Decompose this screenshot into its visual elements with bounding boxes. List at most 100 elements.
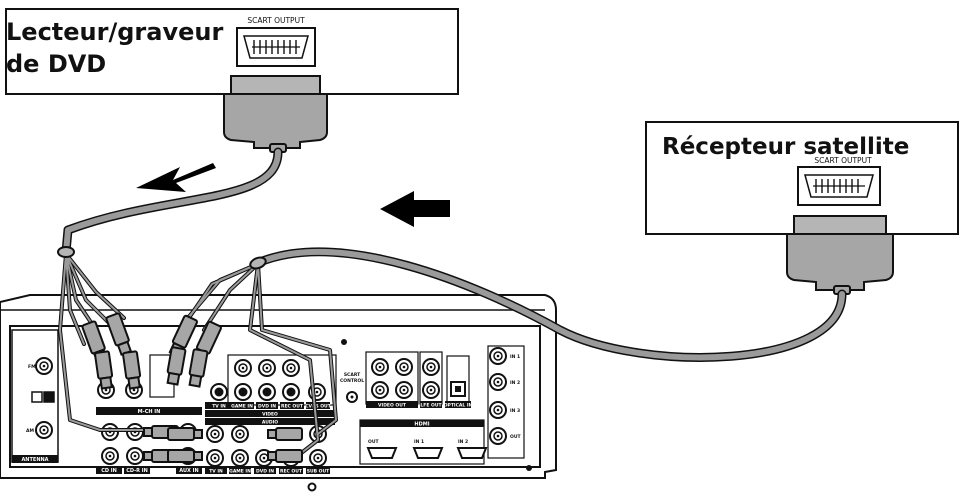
satellite-title: Récepteur satellite	[662, 134, 909, 160]
rca-plug	[267, 427, 303, 441]
rca-plug	[267, 449, 303, 463]
game-in-video-jack[interactable]	[234, 359, 252, 377]
hdmi-in2-port[interactable]	[456, 447, 488, 459]
game-in-audio-jack[interactable]	[231, 425, 249, 443]
video-inputs: TV IN GAME IN DVD IN REC OUT CVBS OUT VI…	[149, 354, 337, 418]
fm-label: FM	[28, 364, 36, 370]
tv-in-svideo-jack[interactable]	[210, 383, 228, 401]
cable-splitter	[249, 256, 267, 270]
scart-control-label: CONTROL	[340, 378, 364, 384]
optical-in-label: OPTICAL IN	[444, 403, 473, 409]
hdmi-out-port[interactable]	[366, 447, 398, 459]
satellite-scart-output-label: SCART OUTPUT	[814, 156, 872, 165]
dvd-title-line2: de DVD	[6, 50, 106, 78]
arrow-left-icon	[136, 163, 216, 192]
lfe-out-jack[interactable]	[422, 381, 440, 399]
side-in1-label: IN 1	[510, 354, 520, 360]
side-out-jack[interactable]	[489, 427, 507, 445]
rca-plug	[188, 348, 209, 388]
rca-plug	[94, 350, 114, 390]
lfe-out-jack[interactable]	[422, 358, 440, 376]
dvd-in-audio-label: DVD IN	[256, 469, 274, 475]
cvbs-out-label: CVBS OUT	[305, 404, 332, 410]
cdr-in-label: CD-R IN	[126, 468, 148, 474]
satellite-receiver: Récepteur satellite SCART OUTPUT	[645, 121, 959, 295]
scart-control-label: SCART	[344, 372, 361, 378]
tv-in-audio-jack[interactable]	[206, 425, 224, 443]
rec-out-video-jack[interactable]	[282, 359, 300, 377]
sub-out-label: SUB OUT	[307, 469, 330, 475]
sub-out-jack[interactable]	[309, 449, 327, 467]
game-in-video-label: GAME IN	[231, 404, 253, 410]
antenna-label: ANTENNA	[21, 457, 48, 463]
video-out-jack[interactable]	[395, 381, 413, 399]
dvd-in-svideo-jack[interactable]	[258, 383, 276, 401]
audio-inputs-left: M-CH IN CD IN CD-R IN AUX IN	[96, 381, 202, 474]
video-out-jack[interactable]	[371, 381, 389, 399]
cable-splitter	[57, 246, 75, 258]
side-in1-jack[interactable]	[489, 347, 507, 365]
audio-inputs-right: AUDIO TV IN GAME IN DVD IN REC OUT SUB O…	[205, 418, 335, 475]
dvd-scart-plug	[223, 75, 328, 153]
hdmi-section: HDMI OUT IN 1 IN 2	[359, 419, 488, 465]
rec-out-video-label: REC OUT	[281, 404, 304, 410]
side-in3-label: IN 3	[510, 408, 520, 414]
hdmi-in1-label: IN 1	[414, 439, 424, 445]
game-in-audio-label: GAME IN	[229, 469, 251, 475]
cd-in-jack[interactable]	[101, 447, 119, 465]
dvd-recorder: Lecteur/graveur de DVD SCART OUTPUT	[5, 8, 459, 153]
cables	[57, 147, 847, 456]
rca-plug	[122, 350, 142, 390]
side-in2-jack[interactable]	[489, 373, 507, 391]
scart-control-section: SCART CONTROL	[340, 372, 364, 403]
rec-out-svideo-jack[interactable]	[282, 383, 300, 401]
hdmi-in2-label: IN 2	[458, 439, 468, 445]
video-out-jack[interactable]	[395, 358, 413, 376]
side-out-label: OUT	[510, 434, 521, 440]
fm-antenna-jack[interactable]	[35, 357, 53, 375]
video-group-label: VIDEO	[262, 412, 278, 418]
outputs-section: VIDEO OUT LFE OUT OPTICAL IN	[365, 351, 473, 409]
tv-in-audio-label: TV IN	[209, 469, 223, 475]
dvd-title-line1: Lecteur/graveur	[6, 18, 223, 46]
video-out-jack[interactable]	[371, 358, 389, 376]
screw	[526, 465, 532, 471]
side-jacks: IN 1 IN 2 IN 3 OUT	[487, 345, 525, 459]
side-in2-label: IN 2	[510, 380, 520, 386]
am-terminal[interactable]	[31, 391, 43, 403]
game-in-svideo-jack[interactable]	[234, 383, 252, 401]
antenna-section: FM AM ANTENNA	[11, 329, 59, 463]
signal-arrows	[136, 163, 450, 227]
dvd-in-video-jack[interactable]	[258, 359, 276, 377]
lfe-out-label: LFE OUT	[420, 403, 442, 409]
rca-plug	[167, 427, 203, 441]
side-in3-jack[interactable]	[489, 401, 507, 419]
arrow-left-icon	[380, 191, 450, 227]
dvd-in-video-label: DVD IN	[258, 404, 276, 410]
rca-plug	[166, 346, 187, 386]
dvd-scart-port	[236, 27, 316, 67]
dvd-scart-output-label: SCART OUTPUT	[247, 16, 305, 25]
tv-in-video-label: TV IN	[212, 404, 226, 410]
game-in-audio-jack[interactable]	[231, 449, 249, 467]
video-out-label: VIDEO OUT	[378, 403, 407, 409]
hdmi-in1-port[interactable]	[412, 447, 444, 459]
aux-in-label: AUX IN	[179, 468, 198, 474]
screw	[341, 339, 347, 345]
screw	[307, 482, 317, 492]
satellite-scart-plug	[786, 215, 894, 295]
hdmi-out-label: OUT	[368, 439, 379, 445]
hdmi-label: HDMI	[414, 422, 429, 428]
audio-group-label: AUDIO	[262, 420, 278, 426]
cdr-in-jack[interactable]	[126, 447, 144, 465]
cd-in-label: CD IN	[101, 468, 117, 474]
am-antenna-jack[interactable]	[35, 421, 53, 439]
tv-in-audio-jack[interactable]	[206, 449, 224, 467]
am-label: AM	[26, 428, 34, 434]
rec-out-audio-label: REC OUT	[280, 469, 303, 475]
rca-plug	[167, 449, 203, 463]
am-terminal[interactable]	[43, 391, 55, 403]
satellite-scart-port	[797, 166, 881, 206]
